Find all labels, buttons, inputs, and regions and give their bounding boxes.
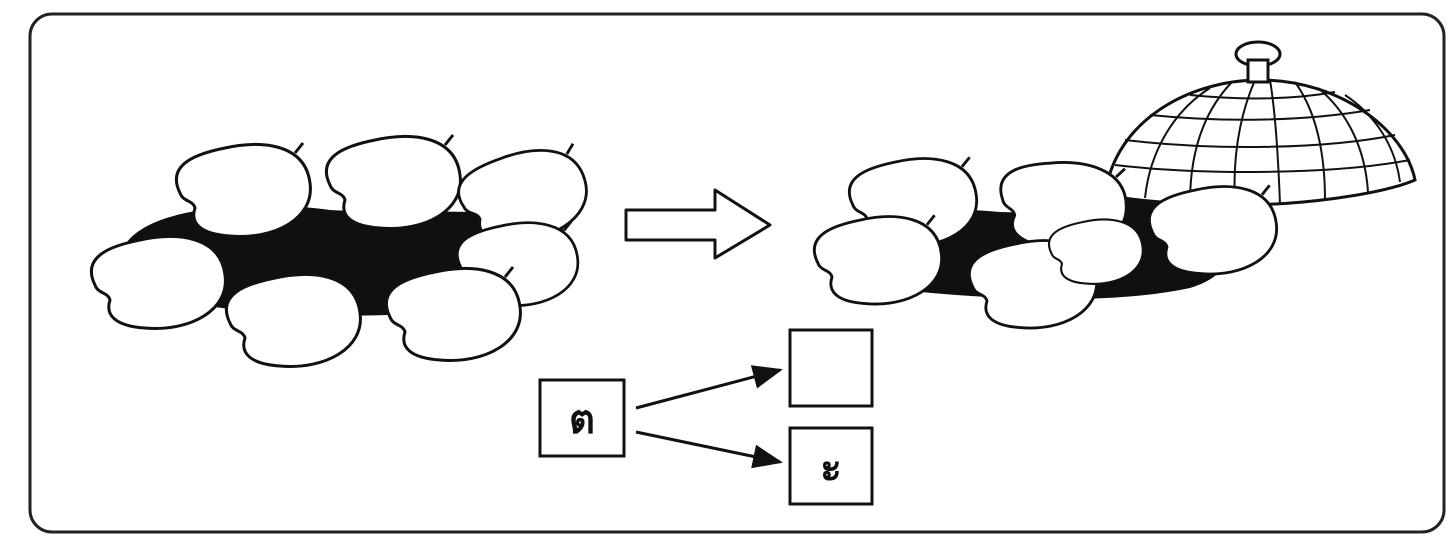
diagram-frame: [28, 12, 1446, 534]
label-box-source: ต: [538, 378, 626, 458]
mango: [174, 142, 312, 238]
mango: [455, 220, 580, 307]
bottom-box-text: ะ: [820, 445, 841, 491]
mango: [847, 156, 979, 248]
mango: [992, 151, 1134, 259]
mango: [384, 266, 522, 362]
source-box-text: ต: [569, 397, 595, 443]
arrow-to-top-box: [635, 365, 783, 410]
mango: [324, 134, 462, 230]
mango: [1147, 184, 1279, 276]
left-mango-pile: [89, 134, 594, 368]
label-box-top: [788, 328, 874, 408]
mango: [224, 272, 362, 368]
label-box-bottom: ะ: [788, 426, 874, 506]
transition-arrow: [624, 188, 772, 260]
arrow-to-bottom-box: [635, 430, 783, 469]
mango: [812, 214, 944, 306]
mango: [452, 142, 594, 250]
mango: [1047, 218, 1144, 285]
mango: [89, 234, 227, 330]
mesh-dome-cover: [1103, 40, 1417, 207]
dome-knob-stem: [1246, 58, 1270, 84]
right-mango-pile: [812, 40, 1417, 330]
